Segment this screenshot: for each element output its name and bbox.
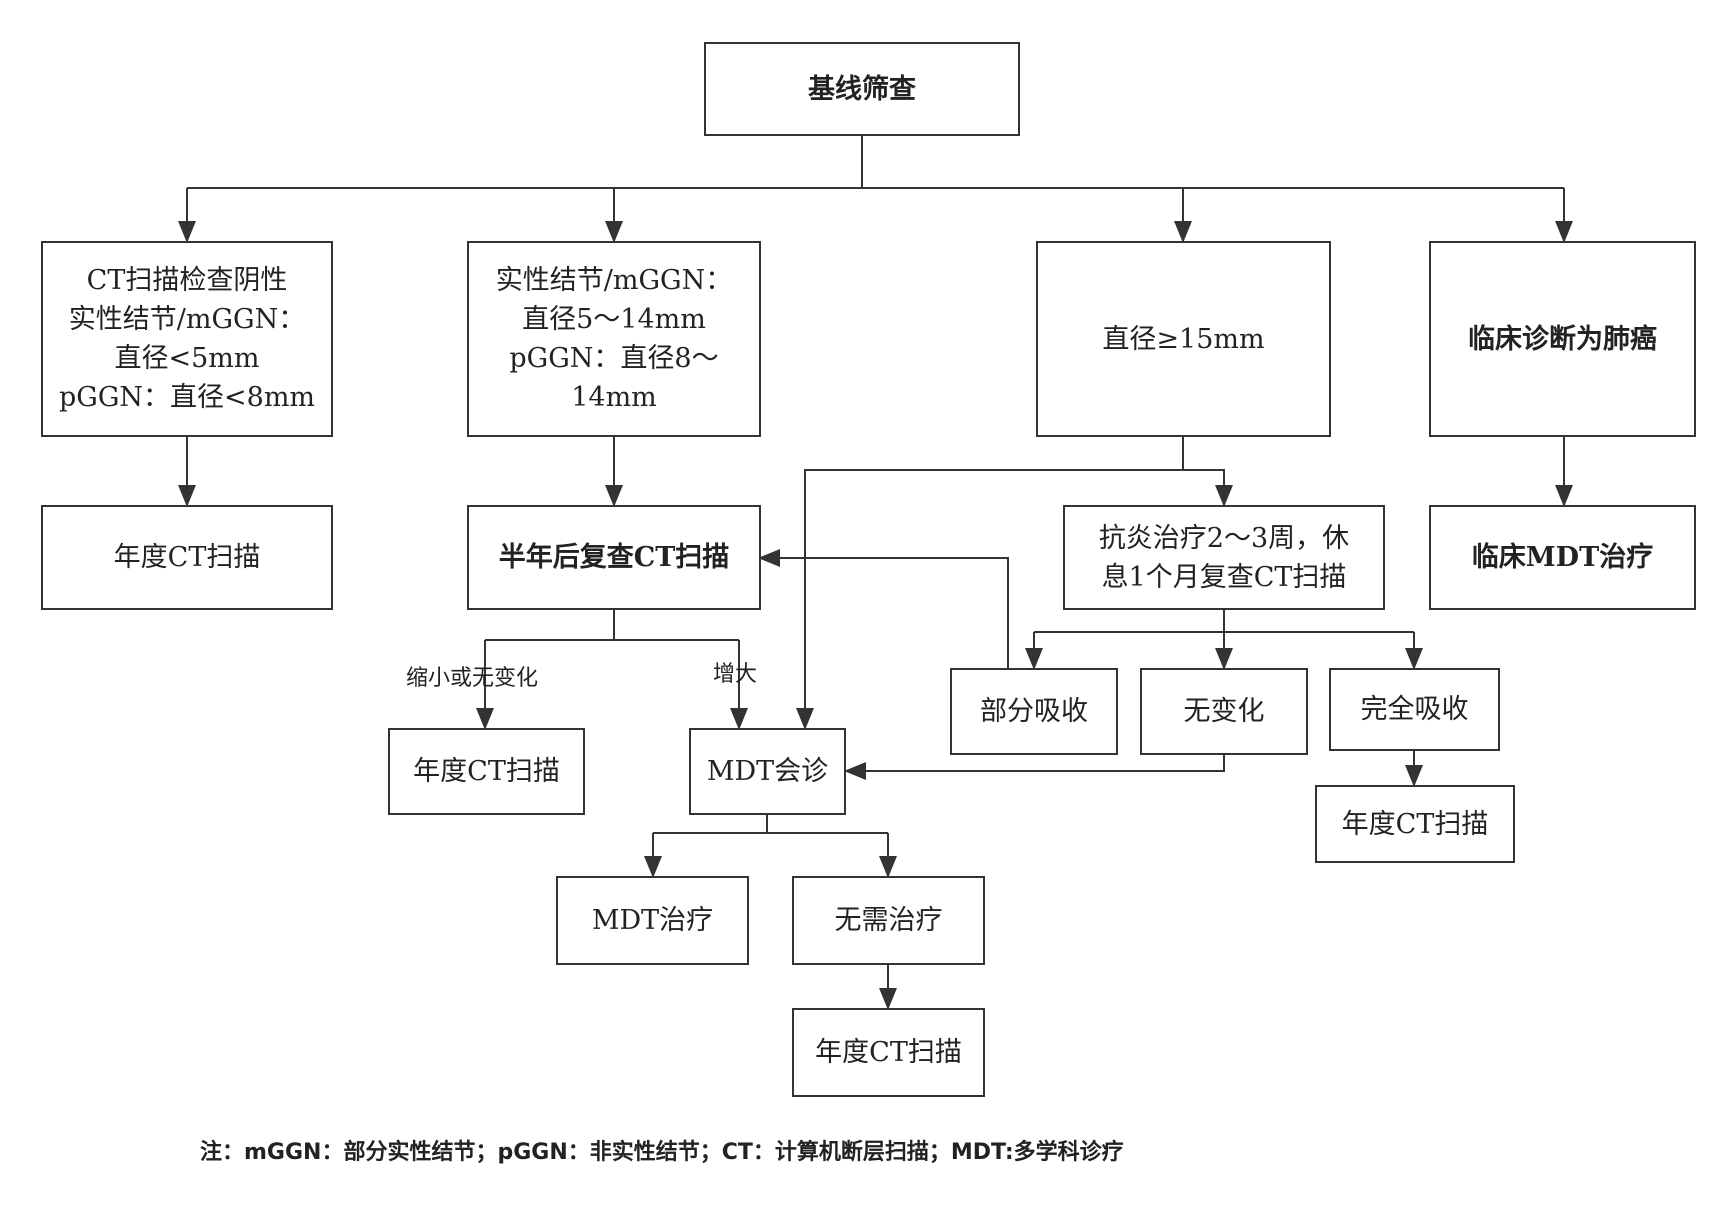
node-annual-ct-2: 年度CT扫描 [1315,785,1515,863]
node-large-nodule: 直径≥15mm [1036,241,1331,437]
node-mdt-consultation: MDT会诊 [689,728,846,815]
edge-partial-to-halfyear [758,549,1009,668]
node-no-treatment: 无需治疗 [792,876,985,965]
node-label: 年度CT扫描 [1341,808,1489,840]
node-no-change: 无变化 [1140,668,1308,755]
node-label: 临床诊断为肺癌 [1468,323,1657,355]
node-partial-absorption: 部分吸收 [950,668,1118,755]
node-annual-ct-4: 年度CT扫描 [792,1008,985,1097]
node-lung-cancer: 临床诊断为肺癌 [1429,241,1696,437]
node-annual-ct-3: 年度CT扫描 [388,728,585,815]
edge-label-shrink: 缩小或无变化 [406,666,539,691]
node-annual-ct-1: 年度CT扫描 [41,505,333,610]
node-label: 年度CT扫描 [413,756,560,787]
edge-large-to-mdt [796,469,1183,730]
node-label-line: pGGN：直径8～ [509,343,719,374]
node-label: 年度CT扫描 [815,1037,962,1068]
node-label: 部分吸收 [980,696,1088,727]
node-label-line: 实性结节/mGGN： [495,265,733,296]
edge-nochange-to-mdt [844,755,1225,780]
node-label: 年度CT扫描 [113,542,261,573]
footnote: 注：mGGN：部分实性结节；pGGN：非实性结节；CT：计算机断层扫描；MDT:… [200,1140,1124,1165]
node-label: 直径≥15mm [1102,323,1265,355]
node-label-line: 实性结节/mGGN： [68,304,306,335]
node-full-absorption: 完全吸收 [1329,668,1500,751]
node-label-line: 直径<5mm [114,343,260,374]
node-label: 无变化 [1183,696,1265,727]
node-label: 半年后复查CT扫描 [498,542,730,573]
node-label-line: 直径5～14mm [522,304,706,335]
node-clinical-mdt: 临床MDT治疗 [1429,505,1696,610]
node-label-line: CT扫描检查阴性 [86,265,288,296]
edge-label-enlarge: 增大 [713,662,758,687]
node-label-line: pGGN：直径<8mm [58,382,316,413]
node-label-line: 抗炎治疗2～3周，休 [1098,522,1350,554]
node-label: MDT会诊 [706,756,829,787]
node-mdt-treatment: MDT治疗 [556,876,749,965]
node-label: MDT治疗 [591,905,714,936]
node-medium-nodule: 实性结节/mGGN： 直径5～14mm pGGN：直径8～ 14mm [467,241,761,437]
node-label: 完全吸收 [1360,694,1469,725]
node-ct-negative: CT扫描检查阴性 实性结节/mGGN： 直径<5mm pGGN：直径<8mm [41,241,333,437]
node-anti-inflammatory: 抗炎治疗2～3周，休 息1个月复查CT扫描 [1063,505,1385,610]
edge-large-to-anti [1183,469,1233,507]
node-label: 基线筛查 [808,73,916,105]
node-label-line: 息1个月复查CT扫描 [1101,561,1347,593]
node-half-year-recheck: 半年后复查CT扫描 [467,505,761,610]
node-label-line: 14mm [571,382,657,413]
node-baseline-screening: 基线筛查 [704,42,1020,136]
node-label: 临床MDT治疗 [1471,542,1654,573]
node-label: 无需治疗 [834,905,943,936]
